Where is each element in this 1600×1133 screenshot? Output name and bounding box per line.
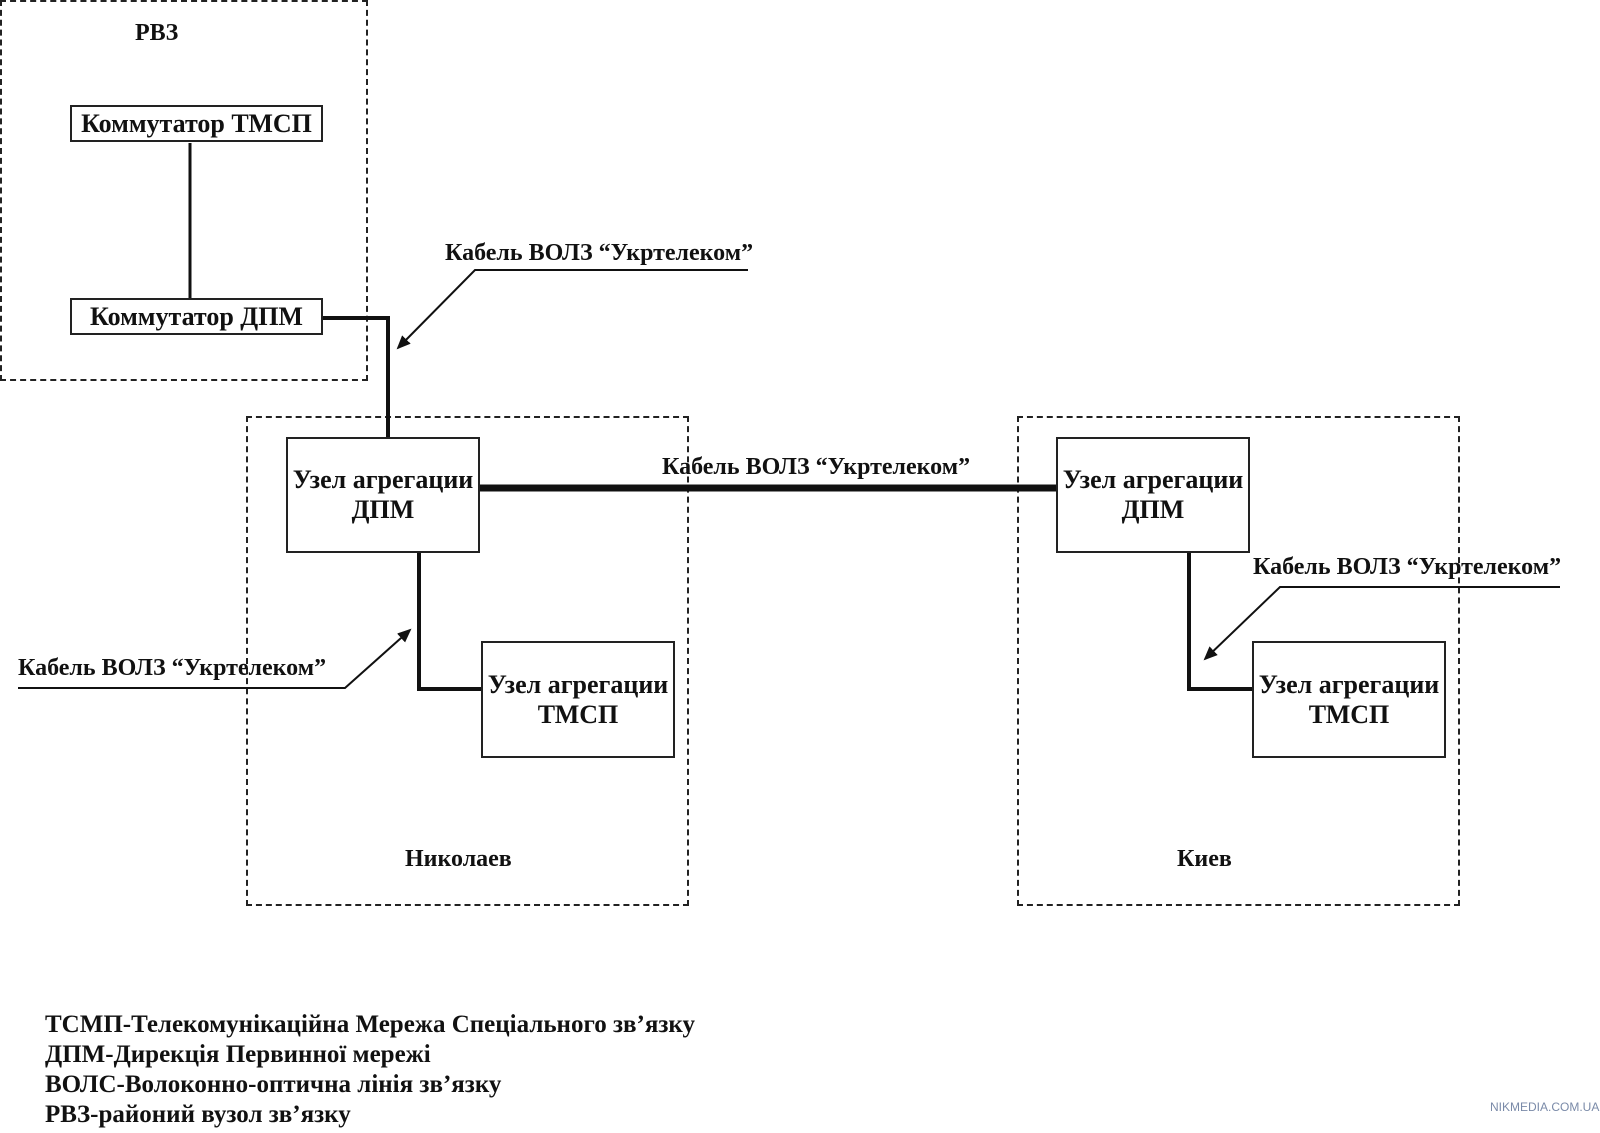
region-nikolaev [246,416,689,906]
legend-item: ВОЛС-Волоконно-оптична лінія зв’язку [45,1071,502,1098]
nikolaev-agg-dpm-line2: ДПМ [351,495,415,524]
leader-arrow-rvz [396,269,748,350]
watermark-logo: NIKMEDIA.COM.UA [1490,1100,1600,1114]
nikolaev-agg-tmsp-line1: Узел агрегации [487,669,669,699]
cable-label-nikolaev: Кабель ВОЛЗ “Укртелеком” [18,655,327,681]
kiev-agg-tmsp-box: Узел агрегации ТМСП [1252,641,1446,758]
legend-item: ТСМП-Телекомунікаційна Мережа Спеціально… [45,1011,695,1038]
kiev-agg-dpm-line1: Узел агрегации [1062,465,1244,494]
kiev-agg-tmsp-line1: Узел агрегации [1258,669,1440,699]
legend-item: ДПМ-Дирекція Первинної мережі [45,1041,431,1068]
switch-dpm-box: Коммутатор ДПМ [70,298,323,335]
nikolaev-agg-tmsp-box: Узел агрегации ТМСП [481,641,675,758]
nikolaev-agg-dpm-box: Узел агрегации ДПМ [286,437,480,553]
switch-dpm-label: Коммутатор ДПМ [90,301,303,331]
link-rvz-nikolaev [323,316,390,439]
legend: ТСМП-Телекомунікаційна Мережа Спеціально… [45,1010,695,1130]
leader-arrow-kiev [1203,586,1560,661]
region-kiev-label: Киев [1177,846,1232,872]
region-nikolaev-label: Николаев [405,846,512,872]
legend-item: РВЗ-районий вузол зв’язку [45,1101,351,1128]
leader-arrow-nikolaev [18,628,412,689]
region-kiev [1017,416,1460,906]
link-kiev-internal [1187,552,1253,691]
region-rvz-label: РВЗ [135,20,179,46]
cable-label-rvz: Кабель ВОЛЗ “Укртелеком” [445,240,754,266]
kiev-agg-dpm-box: Узел агрегации ДПМ [1056,437,1250,553]
nikolaev-agg-tmsp-line2: ТМСП [537,699,619,729]
nikolaev-agg-dpm-line1: Узел агрегации [292,465,474,494]
cable-label-trunk: Кабель ВОЛЗ “Укртелеком” [662,454,971,480]
kiev-agg-tmsp-line2: ТМСП [1308,699,1390,729]
link-nikolaev-internal [417,552,481,691]
switch-tmsp-label: Коммутатор ТМСП [81,108,312,138]
region-rvz [0,0,368,381]
kiev-agg-dpm-line2: ДПМ [1121,495,1185,524]
switch-tmsp-box: Коммутатор ТМСП [70,105,323,142]
cable-label-kiev: Кабель ВОЛЗ “Укртелеком” [1253,554,1562,580]
